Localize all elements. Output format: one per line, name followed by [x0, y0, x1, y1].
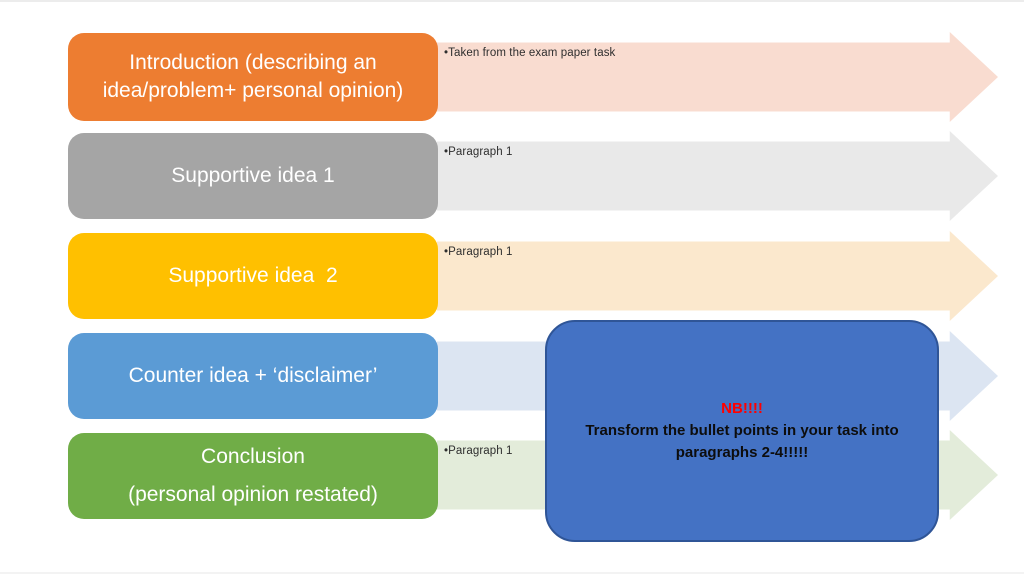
stage-box-supportive-1[interactable]: Supportive idea 1 — [68, 133, 438, 219]
stage-box-label-line2: (personal opinion restated) — [128, 482, 378, 506]
nb-callout-box[interactable]: NB!!!! Transform the bullet points in yo… — [545, 320, 939, 542]
process-arrow-supportive-2[interactable]: •Paragraph 1 — [437, 231, 998, 321]
arrow-bullet-text: •Paragraph 1 — [444, 246, 513, 258]
stage-box-label: Introduction (describing an idea/problem… — [102, 50, 404, 102]
arrow-bullet-text: •Paragraph 1 — [444, 146, 513, 158]
process-arrow-supportive-1[interactable]: •Paragraph 1 — [437, 131, 998, 221]
stage-box-supportive-2[interactable]: Supportive idea 2 — [68, 233, 438, 319]
stage-box-introduction[interactable]: Introduction (describing an idea/problem… — [68, 33, 438, 121]
stage-box-conclusion[interactable]: Conclusion (personal opinion restated) — [68, 433, 438, 519]
arrow-bullet-text: •Taken from the exam paper task — [444, 47, 616, 59]
stage-box-counter-idea[interactable]: Counter idea + ‘disclaimer’ — [68, 333, 438, 419]
nb-callout-body: Transform the bullet points in your task… — [585, 422, 899, 461]
stage-box-label: Counter idea + ‘disclaimer’ — [128, 363, 378, 387]
stage-box-label: Supportive idea 1 — [171, 163, 335, 187]
nb-callout-heading: NB!!!! — [721, 400, 763, 418]
process-arrow-introduction[interactable]: •Taken from the exam paper task — [437, 32, 998, 122]
arrow-bullet-text: •Paragraph 1 — [444, 445, 513, 457]
stage-box-label: Supportive idea 2 — [168, 263, 338, 287]
stage-box-label: Conclusion — [201, 445, 305, 469]
